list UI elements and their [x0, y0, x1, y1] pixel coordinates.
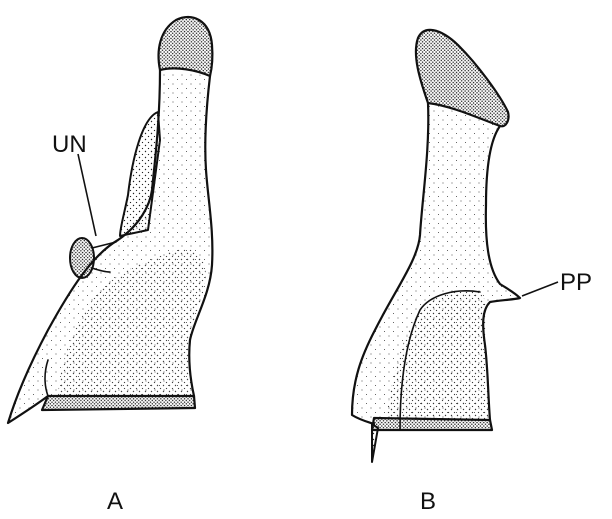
bone-a-un-knob	[70, 238, 94, 278]
panel-label-a: A	[107, 488, 123, 515]
bone-b	[352, 30, 558, 462]
bone-a	[8, 17, 212, 423]
bone-b-bottom-band	[372, 418, 492, 430]
pp-label: PP	[560, 269, 592, 296]
un-leader-line	[78, 154, 96, 236]
panel-label-b: B	[420, 488, 436, 515]
un-label: UN	[52, 131, 87, 158]
pp-leader-line	[522, 282, 558, 296]
bone-b-spike	[372, 424, 378, 462]
bone-a-top-cap	[159, 17, 213, 76]
bone-a-bottom-band	[42, 396, 195, 410]
